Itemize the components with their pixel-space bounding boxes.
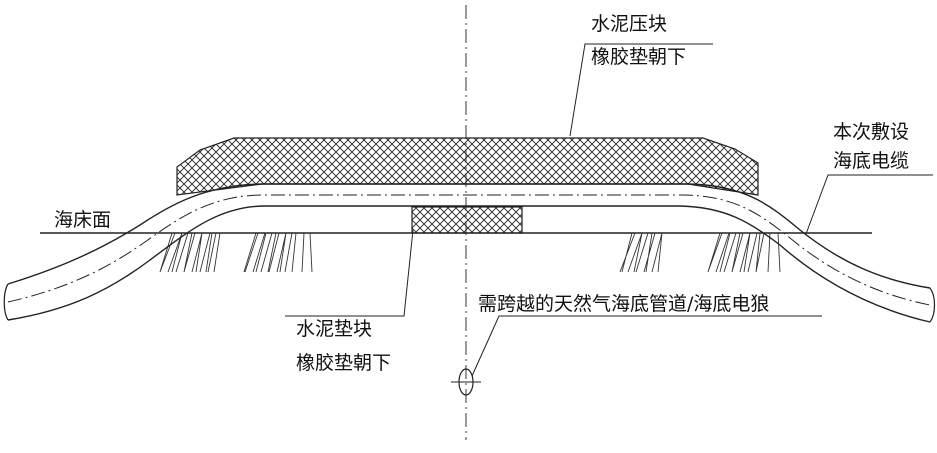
cement-pad-block: [411, 206, 523, 234]
seabed-surface-label: 海床面: [54, 209, 112, 231]
leader-lines: [51, 43, 933, 377]
seabed-hatching: [159, 232, 781, 273]
cable-centerline: [7, 194, 931, 306]
rubber-pad-top-label: 橡胶垫朝下: [591, 46, 687, 68]
cement-cover-block-label: 水泥压块: [591, 13, 668, 35]
cement-cover-block: [176, 137, 759, 196]
new-cable-label-line2: 海底电缆: [833, 150, 910, 172]
cable-right-end: [929, 287, 936, 323]
cable-left-end: [3, 283, 9, 321]
cement-pad-block-label: 水泥垫块: [296, 318, 373, 340]
rubber-pad-bottom-label: 橡胶垫朝下: [296, 352, 392, 374]
existing-pipeline-label: 需跨越的天然气海底管道/海底电狼: [478, 293, 770, 315]
cable-lower-wall: [7, 205, 931, 323]
cable-upper-wall: [7, 183, 931, 289]
new-cable-label-line1: 本次敷设: [833, 121, 910, 143]
